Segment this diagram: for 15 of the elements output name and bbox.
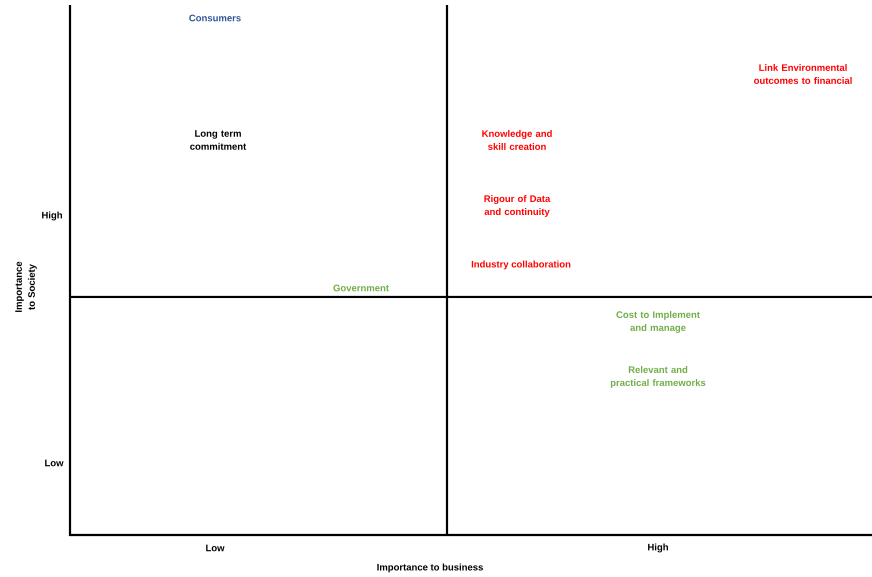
issue-label: Link Environmental outcomes to financial xyxy=(754,64,852,84)
tick-label: Low xyxy=(206,544,225,552)
issue-label: Relevant and practical frameworks xyxy=(610,366,706,388)
axis-title: Importance to Society xyxy=(15,262,37,312)
issue-label: Industry collaboration xyxy=(472,260,570,270)
issue-label: Rigour of Data and continuity xyxy=(484,195,550,217)
tick-label: Low xyxy=(45,460,64,466)
issue-label: Long term commitment xyxy=(190,130,246,150)
issue-label: Knowledge and skill creation xyxy=(482,130,552,150)
tick-label: High xyxy=(42,212,62,220)
issue-label: Cost to Implement and manage xyxy=(616,311,700,333)
issue-label: Consumers xyxy=(189,14,241,22)
axis-title: Importance to business xyxy=(377,564,483,572)
issue-label: Government xyxy=(333,284,389,292)
tick-label: High xyxy=(648,544,668,552)
